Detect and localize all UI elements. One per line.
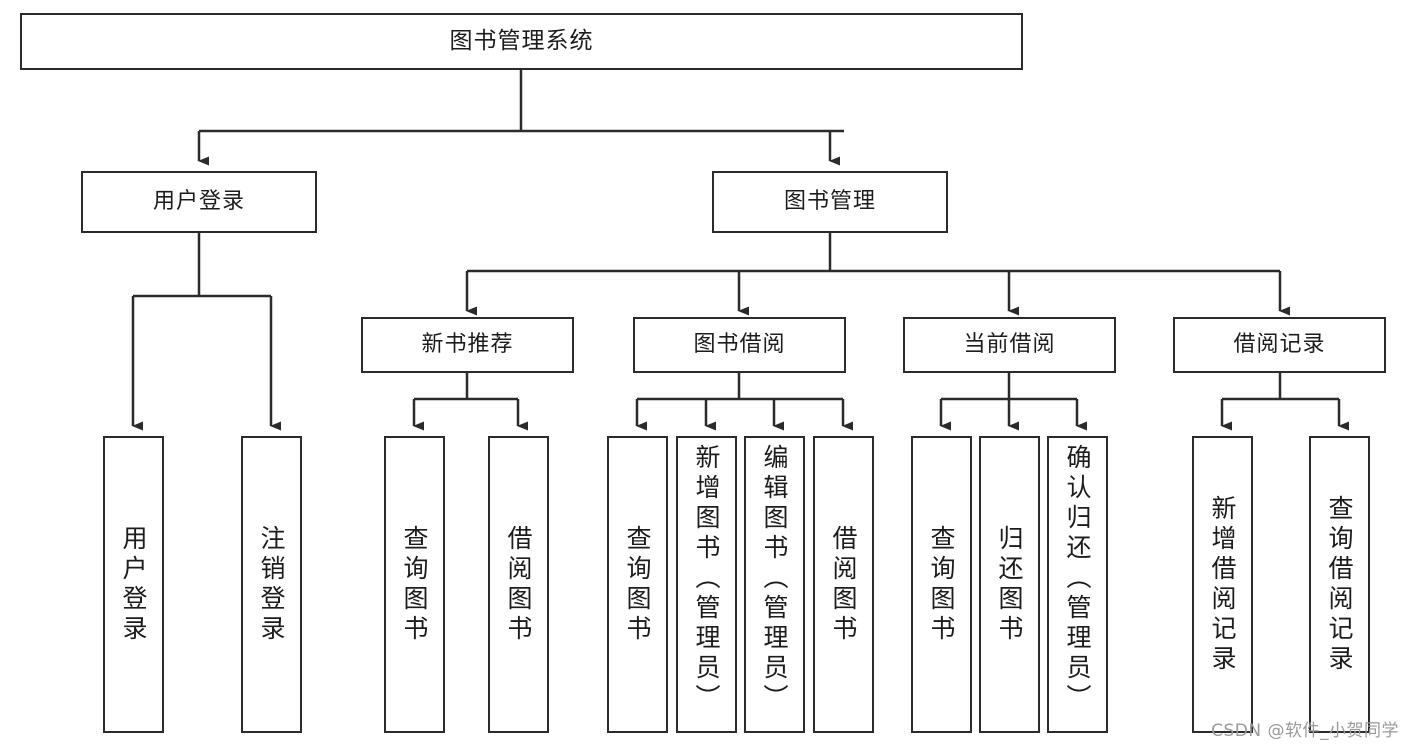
node-leaf-query-book-2-label: 查询图书: [623, 524, 652, 645]
node-leaf-user-login-label: 用户登录: [119, 524, 148, 645]
node-book-management[interactable]: 图书管理: [712, 171, 948, 233]
node-leaf-query-book-3-label: 查询图书: [927, 524, 956, 645]
connector-new-book-recommend-to-leaves: [412, 373, 528, 431]
node-leaf-confirm-return-label: 确认归还（管理员）: [1063, 444, 1092, 714]
node-leaf-edit-book[interactable]: 编辑图书（管理员）: [744, 436, 805, 733]
node-leaf-user-logout-label: 注销登录: [257, 524, 286, 645]
node-leaf-add-book-label: 新增图书（管理员）: [692, 444, 721, 714]
connector-book-borrow-to-leaves: [635, 373, 853, 431]
connector-book-management-to-level2: [465, 233, 1290, 316]
node-book-borrow-label: 图书借阅: [693, 332, 786, 358]
node-leaf-query-book-3[interactable]: 查询图书: [911, 436, 972, 733]
node-user-login[interactable]: 用户登录: [81, 171, 317, 233]
node-current-borrow[interactable]: 当前借阅: [903, 317, 1116, 373]
node-current-borrow-label: 当前借阅: [963, 332, 1056, 358]
node-leaf-user-logout[interactable]: 注销登录: [241, 436, 302, 733]
node-new-book-recommend[interactable]: 新书推荐: [361, 317, 574, 373]
node-user-login-label: 用户登录: [152, 189, 245, 215]
node-leaf-confirm-return[interactable]: 确认归还（管理员）: [1047, 436, 1108, 733]
node-leaf-return-book-label: 归还图书: [995, 524, 1024, 645]
node-book-borrow[interactable]: 图书借阅: [633, 317, 846, 373]
node-leaf-query-book-1[interactable]: 查询图书: [384, 436, 445, 733]
connector-borrow-record-to-leaves: [1220, 373, 1349, 431]
node-leaf-query-book-2[interactable]: 查询图书: [607, 436, 668, 733]
node-leaf-add-record[interactable]: 新增借阅记录: [1192, 436, 1253, 733]
connector-user-login-to-leaves: [131, 233, 281, 431]
node-borrow-record-label: 借阅记录: [1233, 332, 1326, 358]
node-new-book-recommend-label: 新书推荐: [421, 332, 514, 358]
node-root-label: 图书管理系统: [449, 28, 594, 55]
node-leaf-query-record[interactable]: 查询借阅记录: [1309, 436, 1370, 733]
connector-current-borrow-to-leaves: [939, 373, 1087, 431]
node-leaf-query-record-label: 查询借阅记录: [1325, 494, 1354, 675]
node-leaf-borrow-book-1-label: 借阅图书: [504, 524, 533, 645]
node-leaf-borrow-book-2-label: 借阅图书: [829, 524, 858, 645]
connector-root-to-level1: [197, 70, 844, 166]
node-root[interactable]: 图书管理系统: [20, 13, 1023, 70]
node-leaf-add-record-label: 新增借阅记录: [1208, 494, 1237, 675]
node-leaf-user-login[interactable]: 用户登录: [103, 436, 164, 733]
node-leaf-add-book[interactable]: 新增图书（管理员）: [676, 436, 737, 733]
node-book-management-label: 图书管理: [783, 189, 876, 215]
node-leaf-edit-book-label: 编辑图书（管理员）: [760, 444, 789, 714]
watermark-text: CSDN @软件_小贺同学: [1211, 721, 1399, 741]
node-leaf-return-book[interactable]: 归还图书: [979, 436, 1040, 733]
node-leaf-borrow-book-2[interactable]: 借阅图书: [813, 436, 874, 733]
node-borrow-record[interactable]: 借阅记录: [1173, 317, 1386, 373]
node-leaf-query-book-1-label: 查询图书: [400, 524, 429, 645]
node-leaf-borrow-book-1[interactable]: 借阅图书: [488, 436, 549, 733]
